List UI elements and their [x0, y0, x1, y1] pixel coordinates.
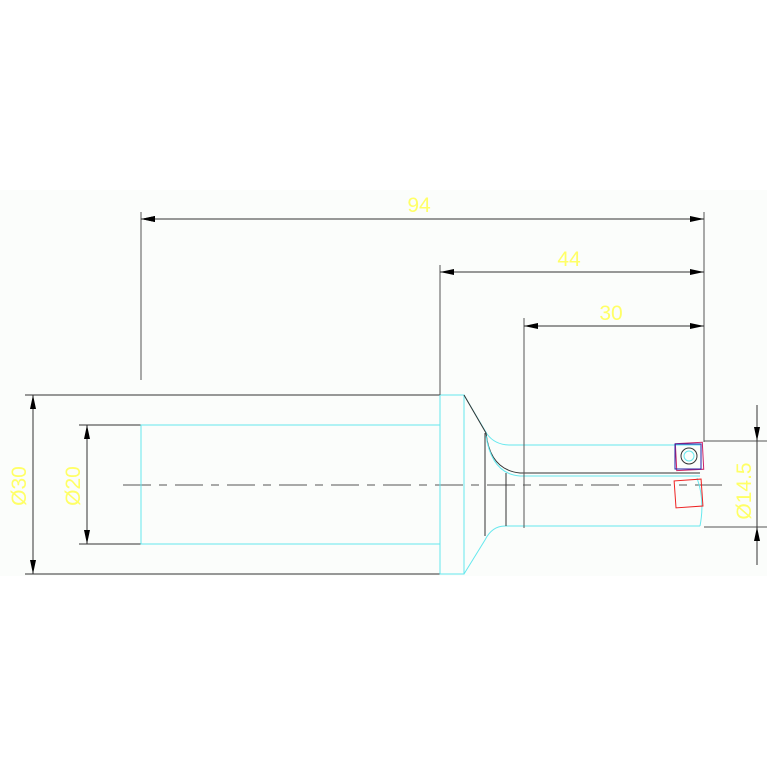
dimension-tip-diameter: Ø14.5	[733, 462, 756, 519]
cutting-insert-bottom	[673, 478, 704, 509]
dimension-overall-length: 94	[407, 194, 431, 217]
drawing-area	[0, 190, 767, 576]
part-body	[25, 394, 703, 575]
dimension-outer-diameter: Ø30	[8, 466, 31, 506]
dimension-lines	[30, 216, 760, 574]
dimension-neck-length: 44	[557, 248, 581, 271]
extension-lines	[140, 212, 767, 528]
cutting-insert-top	[674, 441, 705, 472]
dimension-tip-length: 30	[599, 302, 622, 325]
dimension-bore-diameter: Ø20	[62, 466, 85, 506]
